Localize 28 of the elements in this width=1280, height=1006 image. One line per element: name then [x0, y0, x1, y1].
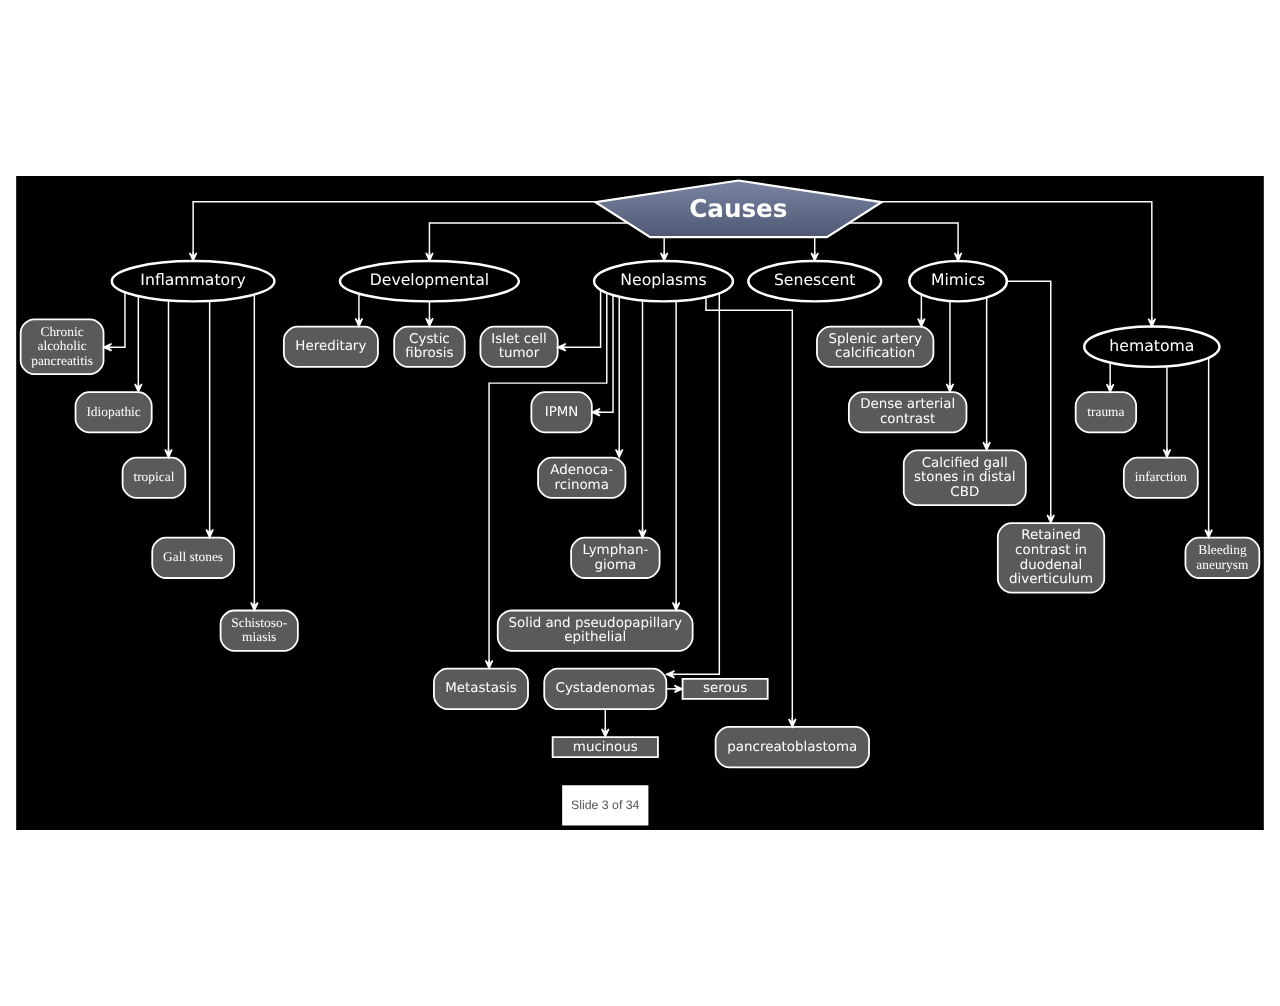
arrow — [164, 300, 173, 459]
arrow — [665, 292, 721, 679]
arrow — [205, 300, 214, 539]
arrow — [1204, 357, 1213, 539]
arrow — [878, 200, 1157, 328]
arrow — [848, 222, 963, 262]
arrow — [614, 296, 624, 459]
arrow — [250, 294, 259, 612]
arrow — [134, 295, 143, 393]
arrow — [601, 708, 610, 738]
arrow — [659, 236, 669, 262]
arrow — [484, 292, 608, 670]
arrow — [1105, 362, 1115, 393]
arrow — [917, 294, 926, 328]
arrow — [557, 289, 602, 352]
arrow — [425, 222, 629, 262]
arrow — [102, 291, 126, 352]
arrow — [982, 296, 991, 451]
arrow — [638, 299, 647, 539]
arrow — [354, 293, 364, 328]
arrow — [591, 294, 614, 417]
arrow — [945, 300, 955, 393]
arrow — [705, 296, 797, 728]
arrow — [1006, 280, 1055, 524]
arrow — [671, 300, 681, 611]
arrow — [665, 684, 683, 694]
arrow — [188, 200, 600, 262]
arrow — [1162, 365, 1172, 458]
